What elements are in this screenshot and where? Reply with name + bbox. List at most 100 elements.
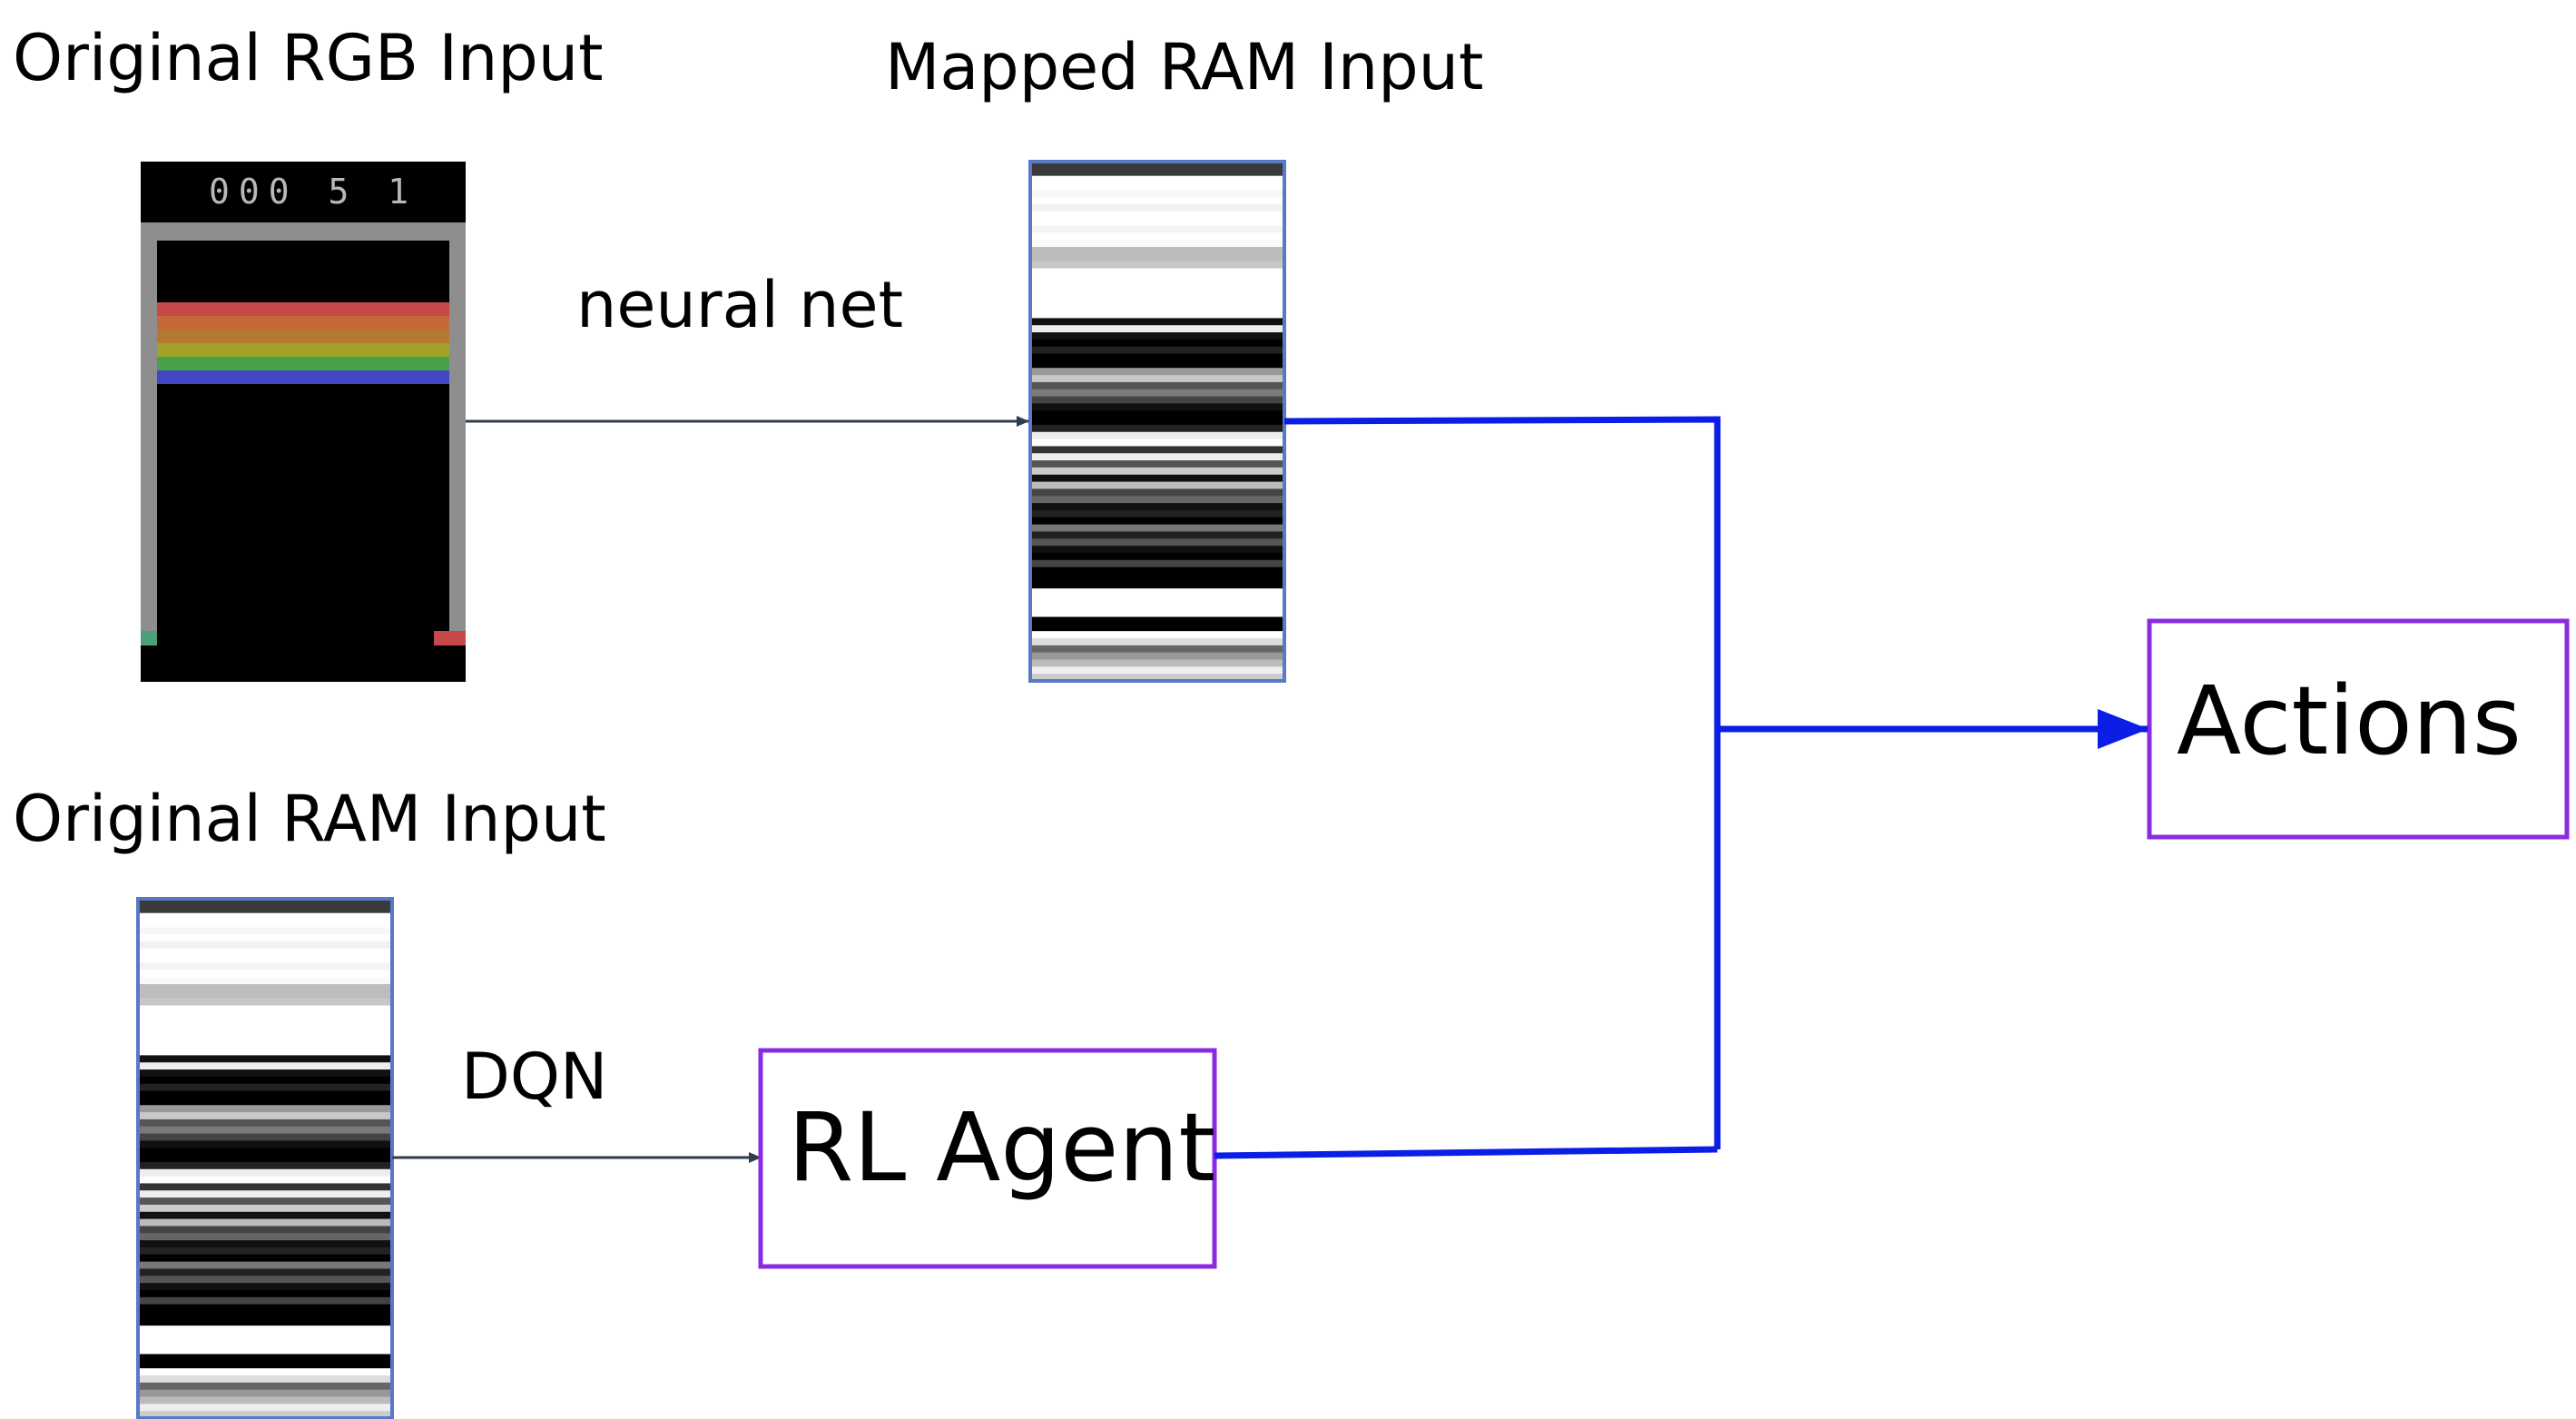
ram-strip-band: [138, 1289, 392, 1298]
ram-strip-band: [1030, 353, 1284, 361]
ram-strip-band: [138, 1233, 392, 1241]
original-ram-input-label: Original RAM Input: [13, 782, 606, 856]
ram-strip-band: [138, 1396, 392, 1404]
ram-strip-band: [1030, 253, 1284, 262]
game-screen-background: [141, 162, 466, 682]
ram-strip-band: [1030, 197, 1284, 205]
ram-strip-band: [1030, 552, 1284, 561]
ram-strip-band: [138, 1020, 392, 1028]
ram-strip-band: [138, 1254, 392, 1263]
ram-strip-band: [138, 1311, 392, 1319]
ram-strip-band: [138, 1268, 392, 1276]
ram-strip-band: [138, 1062, 392, 1070]
ram-strip-band: [1030, 546, 1284, 554]
ram-strip-band: [138, 1083, 392, 1092]
ram-strip-band: [1030, 162, 1284, 170]
ram-strip-band: [138, 1247, 392, 1256]
ram-strip-band: [138, 1148, 392, 1156]
ram-strip-band: [1030, 290, 1284, 298]
ram-strip-band: [1030, 488, 1284, 497]
ram-strip-band: [1030, 218, 1284, 227]
ram-strip-band: [138, 1161, 392, 1170]
ram-strip-band: [1030, 410, 1284, 419]
mapped-ram-strip: [1030, 162, 1284, 682]
ram-strip-band: [1030, 460, 1284, 468]
ram-strip-band: [1030, 645, 1284, 654]
ram-strip-band: [138, 1368, 392, 1376]
ram-strip-band: [1030, 517, 1284, 526]
ram-strip-band: [138, 1304, 392, 1313]
ram-strip-band: [138, 1375, 392, 1384]
ram-strip-band: [1030, 225, 1284, 233]
ram-strip-band: [138, 962, 392, 971]
rl-agent-label: RL Agent: [788, 1092, 1215, 1203]
dqn-label: DQN: [461, 1040, 607, 1114]
ram-strip-band: [138, 984, 392, 992]
ram-strip-band: [138, 1346, 392, 1355]
ram-strip-band: [1030, 453, 1284, 461]
ram-strip-band: [1030, 624, 1284, 632]
ram-strip-band: [138, 1033, 392, 1042]
brick-row: [157, 370, 449, 384]
original-ram-strip: [138, 899, 392, 1419]
ram-strip-band: [138, 1005, 392, 1013]
ram-strip-band: [1030, 574, 1284, 582]
ram-strip-band: [138, 1055, 392, 1063]
ram-strip-band: [138, 1211, 392, 1220]
ram-strip-band: [138, 1118, 392, 1128]
ram-strip-band: [1030, 360, 1284, 369]
actions-box: [2147, 618, 2570, 840]
ram-strip-band: [138, 899, 392, 907]
ram-strip-band: [1030, 616, 1284, 625]
ram-strip-band: [138, 1283, 392, 1291]
ram-strip-band: [138, 948, 392, 957]
brick-rows: [157, 302, 449, 384]
ram-strip-band: [138, 941, 392, 950]
ram-strip-band: [1030, 637, 1284, 646]
ram-strip-band: [138, 1261, 392, 1270]
mapped-ram-input-label: Mapped RAM Input: [885, 30, 1484, 104]
ram-strip-band: [138, 1332, 392, 1341]
ram-strip-band: [138, 1276, 392, 1284]
ram-strip-band: [138, 1133, 392, 1142]
ram-strip-band: [1030, 381, 1284, 390]
ram-strip-band: [1030, 481, 1284, 490]
ram-strip-band: [1030, 275, 1284, 283]
ram-strip-band: [138, 1240, 392, 1248]
ram-strip-band: [138, 1069, 392, 1078]
ram-strip-band: [138, 1027, 392, 1035]
ram-strip-band: [138, 1218, 392, 1227]
ram-strip-band: [1030, 609, 1284, 618]
ram-strip-band: [1030, 211, 1284, 220]
game-left-wall: [141, 222, 157, 631]
ram-strip-band: [1030, 204, 1284, 212]
ram-strip-band: [1030, 403, 1284, 411]
ram-strip-band: [1030, 509, 1284, 518]
ram-strip-band: [1030, 567, 1284, 576]
ram-strip-band: [138, 1296, 392, 1306]
ram-strip-band: [1030, 175, 1284, 184]
ram-strip-band: [1030, 538, 1284, 547]
ram-strip-band: [138, 1197, 392, 1206]
ram-strip-band: [138, 1105, 392, 1113]
ram-strip-band: [138, 1040, 392, 1049]
ram-strip-band: [138, 990, 392, 1000]
ram-strip-band: [1030, 431, 1284, 440]
ram-strip-band: [1030, 232, 1284, 241]
ram-strip-band: [1030, 439, 1284, 448]
breakout-game-screen: 000 5 1: [141, 162, 466, 682]
ram-strip-band: [1030, 310, 1284, 319]
ram-strip-band: [1030, 268, 1284, 276]
ram-strip-band: [1030, 595, 1284, 604]
ram-strip-band: [1030, 674, 1284, 682]
ram-strip-band: [1030, 346, 1284, 355]
brick-row: [157, 330, 449, 343]
ram-strip-band: [1030, 659, 1284, 667]
ram-strip-band: [138, 1361, 392, 1369]
ram-strip-band: [138, 920, 392, 928]
ram-strip-band: [1030, 182, 1284, 191]
ram-strip-band: [1030, 446, 1284, 454]
brick-row: [157, 343, 449, 357]
ram-strip-band: [138, 998, 392, 1007]
ram-strip-band: [138, 1404, 392, 1412]
